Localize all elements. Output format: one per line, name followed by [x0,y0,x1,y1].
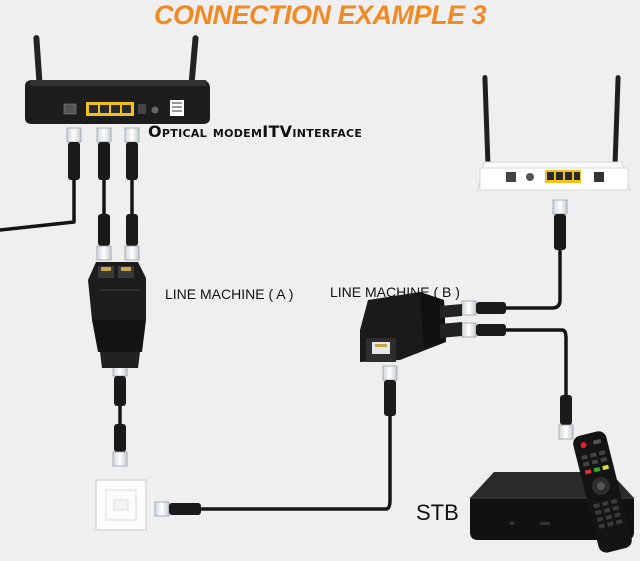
cable-splitter-b-stb [480,328,568,402]
rj45-plug-splitter-a-out [112,361,128,406]
remote-control-icon [573,431,632,553]
cables [0,176,568,511]
cable-router-splitter-b [480,246,562,310]
cable-wall-splitter-b [198,408,392,511]
rj45-plug-modem-2 [96,127,112,180]
diagram-title: CONNECTION EXAMPLE 3 [153,0,487,30]
line-machine-b-label: LINE MACHINE ( B ) [330,284,460,300]
rj45-splitter-icon [360,292,462,362]
rj45-plug-splitter-b-out-2 [461,322,506,338]
rj45-plug-router [552,199,568,250]
rj45-splitter-icon [88,262,146,368]
rj45-plug-splitter-a-2 [124,214,140,261]
wall-plate-icon [95,479,147,531]
rj45-plug-wall-up [112,424,128,467]
rj45-plugs [66,127,574,517]
rj45-plug-splitter-b-out-1 [461,300,506,316]
stb-label: STB [416,500,459,525]
rj45-plug-modem-1 [66,127,82,180]
cable-modem-left-out [0,176,76,232]
rj45-plug-modem-3 [124,127,140,180]
black-router-icon [25,35,210,124]
optical-modem-label: Optical modemITVinterface [148,122,363,141]
rj45-plug-splitter-b-in [382,365,398,416]
rj45-plug-stb [558,395,574,440]
line-machine-a-label: LINE MACHINE ( A ) [165,286,294,302]
rj45-plug-wall-right [154,501,201,517]
white-router-icon [477,75,631,191]
rj45-plug-splitter-a-1 [96,214,112,261]
